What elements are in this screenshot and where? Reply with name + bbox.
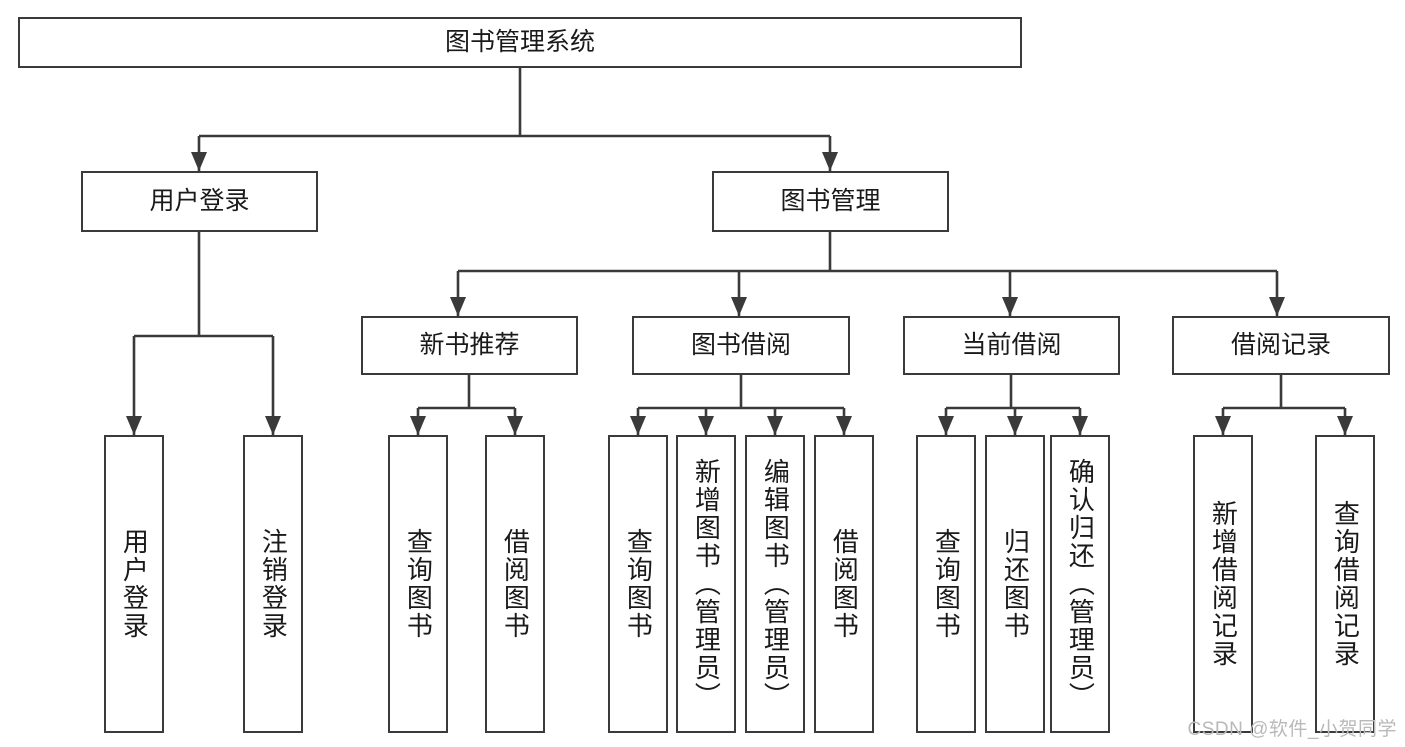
node-label: 借阅图书 (829, 528, 860, 640)
node-label: 归还图书 (1000, 528, 1031, 640)
arrowhead-icon (698, 416, 714, 435)
node-label: 注销登录 (258, 528, 289, 640)
node-label: 借阅图书 (500, 528, 531, 640)
arrowhead-icon (450, 297, 466, 316)
arrowhead-icon (1337, 416, 1353, 435)
node-label: 图书管理系统 (444, 28, 595, 56)
node-leaf-add-record[interactable]: 新增借阅记录 (1193, 435, 1253, 733)
arrowhead-icon (507, 416, 523, 435)
node-leaf-return-book[interactable]: 归还图书 (985, 435, 1045, 733)
node-leaf-edit-book[interactable]: 编辑图书（管理员） (745, 435, 805, 733)
node-label: 查询图书 (403, 528, 434, 640)
node-leaf-query-book-3[interactable]: 查询图书 (916, 435, 976, 733)
arrowhead-icon (1007, 416, 1023, 435)
node-leaf-user-login[interactable]: 用户登录 (104, 435, 164, 733)
node-root[interactable]: 图书管理系统 (18, 17, 1022, 68)
arrowhead-icon (410, 416, 426, 435)
node-leaf-borrow-book-2[interactable]: 借阅图书 (814, 435, 874, 733)
arrowhead-icon (822, 152, 838, 171)
node-leaf-confirm-return[interactable]: 确认归还（管理员） (1050, 435, 1110, 733)
arrowhead-icon (1215, 416, 1231, 435)
arrowhead-icon (191, 152, 207, 171)
arrowhead-icon (1072, 416, 1088, 435)
arrowhead-icon (767, 416, 783, 435)
node-label: 确认归还（管理员） (1065, 458, 1096, 710)
arrowhead-icon (1269, 297, 1285, 316)
node-label: 新增借阅记录 (1208, 500, 1239, 668)
node-user-login[interactable]: 用户登录 (81, 171, 318, 232)
node-leaf-add-book[interactable]: 新增图书（管理员） (676, 435, 736, 733)
node-book-borrow[interactable]: 图书借阅 (632, 316, 850, 375)
node-label: 编辑图书（管理员） (760, 458, 791, 710)
node-label: 新增图书（管理员） (691, 458, 722, 710)
node-label: 查询图书 (623, 528, 654, 640)
node-label: 查询图书 (931, 528, 962, 640)
node-borrow-record[interactable]: 借阅记录 (1172, 316, 1390, 375)
arrowhead-icon (126, 416, 142, 435)
node-label: 当前借阅 (961, 331, 1062, 359)
node-leaf-borrow-book-1[interactable]: 借阅图书 (485, 435, 545, 733)
arrowhead-icon (938, 416, 954, 435)
node-label: 用户登录 (149, 187, 250, 215)
node-current-borrow[interactable]: 当前借阅 (903, 316, 1120, 375)
node-label: 借阅记录 (1230, 331, 1331, 359)
node-label: 用户登录 (119, 528, 150, 640)
arrowhead-icon (731, 297, 747, 316)
node-leaf-query-book-1[interactable]: 查询图书 (388, 435, 448, 733)
node-label: 新书推荐 (419, 331, 520, 359)
node-label: 图书管理 (780, 187, 881, 215)
node-leaf-query-record[interactable]: 查询借阅记录 (1315, 435, 1375, 733)
node-new-book-recommend[interactable]: 新书推荐 (361, 316, 578, 375)
node-book-manage[interactable]: 图书管理 (712, 171, 949, 232)
node-leaf-query-book-2[interactable]: 查询图书 (608, 435, 668, 733)
arrowhead-icon (265, 416, 281, 435)
node-leaf-logout[interactable]: 注销登录 (243, 435, 303, 733)
arrowhead-icon (630, 416, 646, 435)
arrowhead-icon (1002, 297, 1018, 316)
node-label: 查询借阅记录 (1330, 500, 1361, 668)
node-label: 图书借阅 (690, 331, 791, 359)
arrowhead-icon (836, 416, 852, 435)
